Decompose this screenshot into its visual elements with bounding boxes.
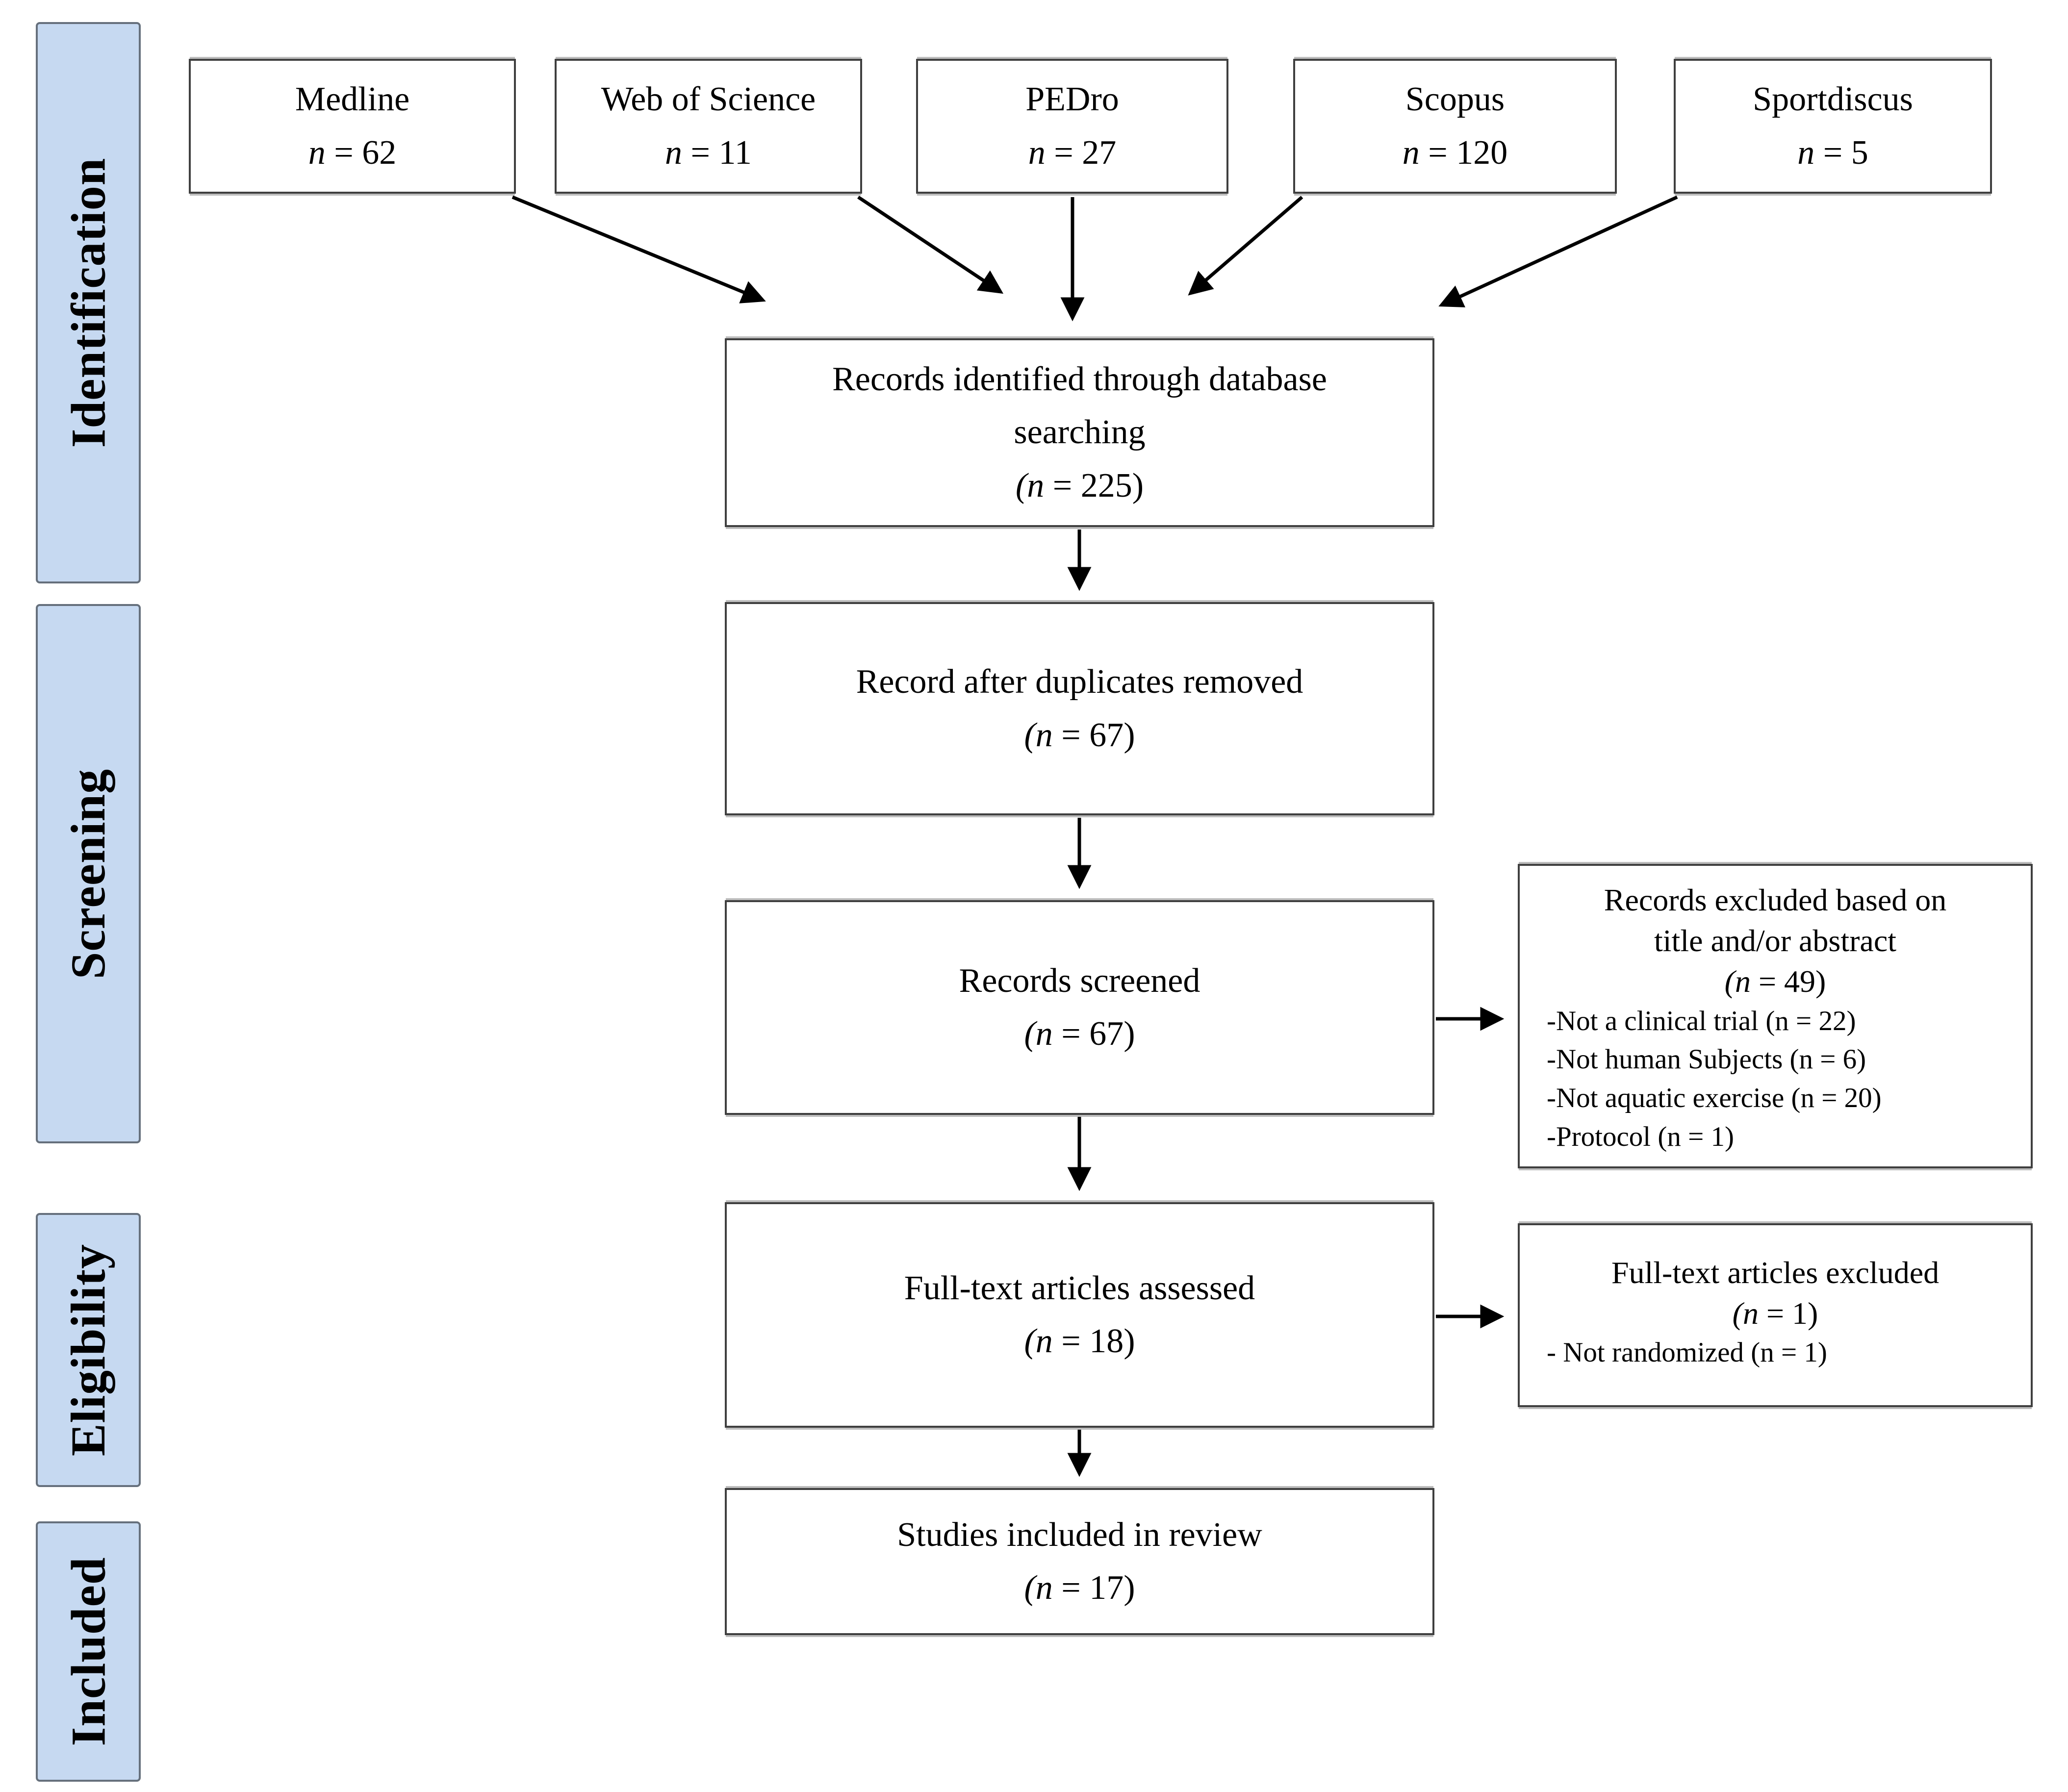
node-text: Full-text articles excluded [1611, 1255, 1940, 1290]
source-box-sportdiscus: Sportdiscus n = 5 [1674, 59, 1992, 194]
stage-label: Included [61, 1557, 116, 1746]
source-name: Medline [295, 80, 410, 118]
exclusion-reason: -Not human Subjects (n = 6) [1547, 1044, 1866, 1075]
node-count: (n = 18) [1024, 1322, 1135, 1360]
source-name: PEDro [1025, 80, 1119, 118]
source-box-scopus: Scopus n = 120 [1293, 59, 1617, 194]
node-count: (n = 49) [1724, 964, 1826, 999]
stage-screening: Screening [36, 604, 141, 1143]
node-text: Record after duplicates removed [856, 663, 1303, 701]
arrow-scopus-to-identified [1188, 196, 1303, 296]
source-box-pedro: PEDro n = 27 [916, 59, 1228, 194]
stage-label: Screening [61, 768, 116, 979]
source-name: Sportdiscus [1753, 80, 1913, 118]
source-box-medline: Medline n = 62 [189, 59, 516, 194]
node-records-identified: Records identified through database sear… [725, 338, 1434, 527]
source-name: Scopus [1405, 80, 1505, 118]
arrow-webofscience-to-identified [857, 196, 1004, 294]
node-text: title and/or abstract [1654, 923, 1897, 959]
node-text: Records excluded based on [1604, 883, 1947, 917]
node-count: (n = 1) [1732, 1296, 1818, 1331]
node-text: Records identified through database [832, 360, 1327, 398]
stage-label: Eligibility [61, 1243, 116, 1457]
node-count: (n = 67) [1024, 716, 1135, 754]
node-text: Records screened [959, 961, 1200, 1000]
node-count: (n = 225) [1015, 466, 1144, 505]
exclusion-reason: -Not a clinical trial (n = 22) [1547, 1005, 1856, 1036]
arrow-sportdiscus-to-identified [1438, 195, 1678, 307]
node-studies-included: Studies included in review (n = 17) [725, 1488, 1434, 1635]
node-count: (n = 67) [1024, 1015, 1135, 1053]
stage-label: Identification [61, 157, 116, 448]
stage-eligibility: Eligibility [36, 1213, 141, 1487]
node-duplicates-removed: Record after duplicates removed (n = 67) [725, 602, 1434, 815]
source-count: n = 120 [1402, 133, 1508, 172]
node-text: searching [1014, 413, 1146, 452]
source-count: n = 11 [665, 133, 752, 172]
source-count: n = 5 [1797, 133, 1868, 172]
exclusion-reason: -Protocol (n = 1) [1547, 1121, 1734, 1152]
node-fulltext-assessed: Full-text articles assessed (n = 18) [725, 1202, 1434, 1428]
exclusion-reason: -Not aquatic exercise (n = 20) [1547, 1082, 1882, 1113]
node-text: Full-text articles assessed [904, 1269, 1255, 1307]
source-count: n = 27 [1028, 133, 1117, 172]
node-records-screened: Records screened (n = 67) [725, 900, 1434, 1115]
stage-included: Included [36, 1521, 141, 1782]
source-name: Web of Science [601, 80, 816, 118]
node-count: (n = 17) [1024, 1569, 1135, 1607]
node-excluded-title-abstract: Records excluded based on title and/or a… [1518, 864, 2033, 1168]
node-excluded-fulltext: Full-text articles excluded (n = 1) - No… [1518, 1223, 2033, 1407]
source-count: n = 62 [308, 133, 397, 172]
source-box-web-of-science: Web of Science n = 11 [555, 59, 862, 194]
stage-identification: Identification [36, 22, 141, 583]
exclusion-reason: - Not randomized (n = 1) [1547, 1337, 1827, 1368]
arrow-medline-to-identified [511, 195, 766, 303]
node-text: Studies included in review [897, 1515, 1262, 1554]
